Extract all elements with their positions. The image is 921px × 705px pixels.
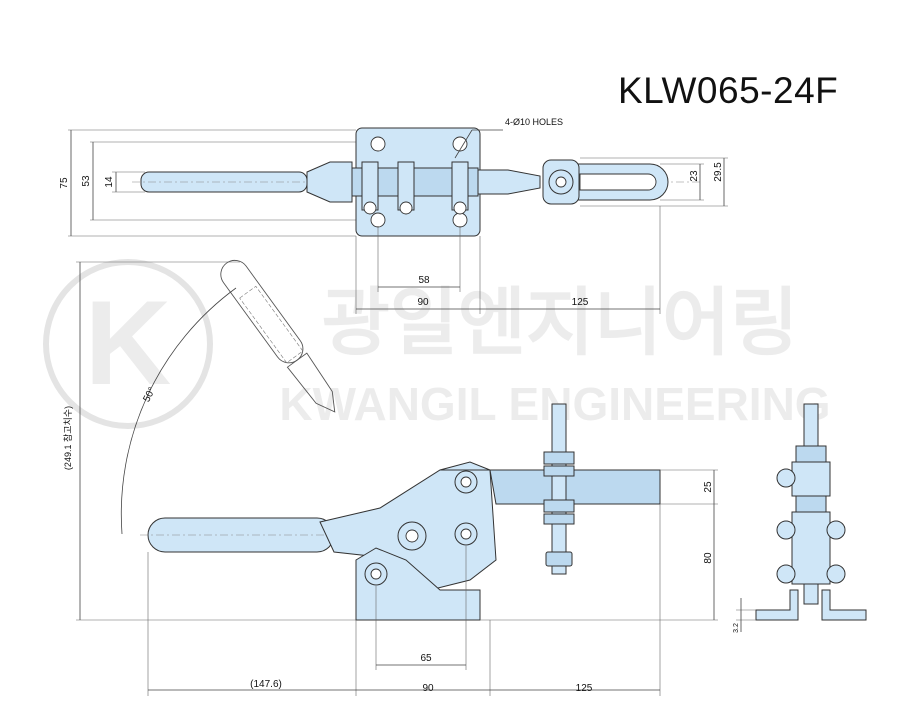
mount-hole [370, 212, 386, 228]
mount-hole [370, 136, 386, 152]
end-base-right [821, 589, 867, 621]
dim-open-height: (249.1 참고치수) [62, 406, 73, 470]
pivot-nut [453, 201, 467, 215]
mount-hole [452, 212, 468, 228]
end-view: 3.2 [733, 403, 867, 633]
dim-inner-height: 53 [81, 175, 92, 187]
side-base-bracket [355, 547, 481, 621]
pivot-nut [399, 201, 413, 215]
top-handle-link [306, 161, 353, 203]
side-open-handle [220, 259, 336, 413]
mount-hole [452, 136, 468, 152]
end-base-left [755, 589, 799, 621]
dim-overall-height: 75 [59, 177, 70, 189]
side-view: 50° (249.1 참고치수) [62, 259, 718, 696]
dim-reach-125: 125 [576, 683, 593, 694]
holes-note: 4-Ø10 HOLES [505, 117, 563, 127]
end-body [791, 511, 831, 585]
top-arm [477, 169, 541, 195]
spindle-nut [543, 451, 575, 465]
dim-base-width-90: 90 [422, 683, 434, 694]
spindle-nut [543, 465, 575, 477]
dim-spindle-23: 23 [689, 170, 700, 182]
spindle-nut [543, 513, 575, 525]
end-nut [795, 445, 827, 463]
pivot-bolt [460, 476, 472, 488]
dim-bolt-span-58: 58 [418, 275, 430, 286]
dim-base-thickness: 3.2 [733, 623, 740, 633]
dim-base-width-90: 90 [417, 297, 429, 308]
dim-handle-reach: (147.6) [250, 679, 282, 690]
pivot-bolt [460, 528, 472, 540]
top-view: 75 53 14 [59, 117, 728, 314]
spindle-tip [545, 551, 573, 567]
spindle-nut [543, 499, 575, 513]
end-body [791, 461, 831, 497]
dim-spindle-height-80: 80 [703, 552, 714, 564]
pivot-nut [363, 201, 377, 215]
pivot-bolt [405, 529, 419, 543]
watermark-korean-text: 광일엔지니어링 [322, 281, 799, 364]
dim-spindle-29-5: 29.5 [713, 162, 724, 182]
dim-bolt-span-65: 65 [420, 653, 432, 664]
pivot-bolt [370, 568, 382, 580]
angle-arc [120, 287, 237, 535]
dim-arm-height-25: 25 [703, 481, 714, 493]
watermark-logo-letter: K [85, 276, 172, 410]
dim-reach-125: 125 [572, 297, 589, 308]
side-spindle-rod [551, 403, 567, 575]
end-nut [795, 495, 827, 513]
side-clamp-arm [440, 469, 661, 505]
model-number-title: KLW065-24F [618, 70, 839, 111]
dim-handle-dia: 14 [104, 176, 115, 188]
